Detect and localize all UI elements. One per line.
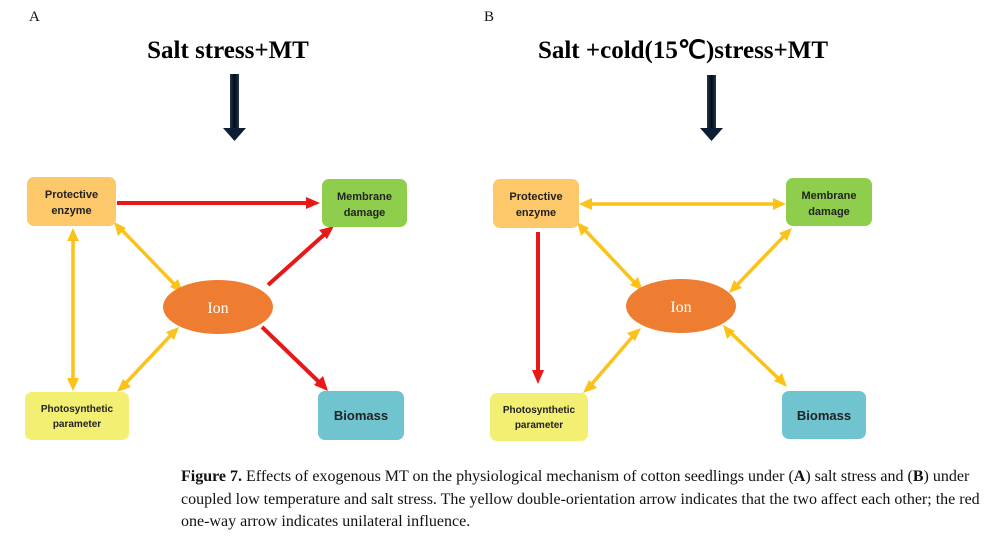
arrow-b-protective-membrane xyxy=(579,198,786,210)
panel-b-node-photosynthetic-parameter: Photosynthetic parameter xyxy=(490,393,588,441)
panel-a-node-biomass: Biomass xyxy=(318,391,404,440)
arrow-a-ion-to-biomass xyxy=(260,325,328,391)
svg-text:Ion: Ion xyxy=(670,299,691,316)
panel-b-letter: B xyxy=(484,9,494,25)
caption-text-3: ) under coupled low temperature and salt… xyxy=(181,468,980,530)
figure-caption: Figure 7. Effects of exogenous MT on the… xyxy=(181,466,986,534)
svg-text:Ion: Ion xyxy=(207,300,228,317)
panel-a: A Salt stress+MT xyxy=(25,9,407,440)
caption-text-1: Effects of exogenous MT on the physiolog… xyxy=(242,468,794,485)
panel-b: B Salt +cold(15℃)stress+MT xyxy=(484,9,872,441)
panel-b-node-membrane-damage: Membrane damage xyxy=(786,178,872,226)
arrow-a-protective-ion xyxy=(114,222,183,293)
panel-a-node-membrane-damage: Membrane damage xyxy=(322,179,407,227)
panel-b-node-protective-enzyme: Protective enzyme xyxy=(493,179,579,228)
svg-text:Photosynthetic: Photosynthetic xyxy=(503,405,576,416)
svg-text:Biomass: Biomass xyxy=(334,408,388,423)
arrow-b-ion-biomass xyxy=(723,325,787,387)
panel-b-relations xyxy=(532,198,792,393)
panel-b-node-biomass: Biomass xyxy=(782,391,866,439)
panel-a-letter: A xyxy=(29,9,40,25)
svg-text:parameter: parameter xyxy=(515,420,563,431)
svg-text:Biomass: Biomass xyxy=(797,408,851,423)
arrow-b-ion-membrane xyxy=(729,228,792,293)
svg-text:Protective: Protective xyxy=(45,189,98,201)
arrow-b-protective-to-photo xyxy=(532,232,544,384)
svg-text:enzyme: enzyme xyxy=(516,207,556,219)
panel-b-stress-arrow xyxy=(700,75,723,141)
panel-a-relations xyxy=(67,197,334,392)
arrow-b-photo-ion xyxy=(583,328,641,393)
panel-a-stress-arrow xyxy=(223,74,246,141)
arrow-a-protective-photo xyxy=(67,228,79,391)
panel-a-node-ion: Ion xyxy=(163,280,273,334)
arrow-a-photo-ion xyxy=(117,327,179,392)
arrow-b-protective-ion xyxy=(577,222,643,291)
svg-text:enzyme: enzyme xyxy=(51,205,91,217)
svg-text:Photosynthetic: Photosynthetic xyxy=(41,404,114,415)
svg-text:damage: damage xyxy=(808,206,850,218)
svg-text:Membrane: Membrane xyxy=(801,190,856,202)
svg-text:damage: damage xyxy=(344,207,386,219)
panel-a-title: Salt stress+MT xyxy=(147,37,309,64)
panel-a-node-photosynthetic-parameter: Photosynthetic parameter xyxy=(25,392,129,440)
svg-text:Membrane: Membrane xyxy=(337,191,392,203)
panel-a-node-protective-enzyme: Protective enzyme xyxy=(27,177,116,226)
caption-ref-a: A xyxy=(793,468,806,485)
arrow-a-protective-to-membrane xyxy=(117,197,320,209)
caption-label: Figure 7. xyxy=(181,468,243,485)
panel-b-node-ion: Ion xyxy=(626,279,736,333)
arrow-a-ion-to-membrane xyxy=(266,226,334,287)
panel-b-title: Salt +cold(15℃)stress+MT xyxy=(538,37,828,64)
svg-text:Protective: Protective xyxy=(509,191,562,203)
caption-ref-b: B xyxy=(912,468,924,485)
svg-text:parameter: parameter xyxy=(53,419,101,430)
caption-text-2: ) salt stress and ( xyxy=(805,468,913,485)
